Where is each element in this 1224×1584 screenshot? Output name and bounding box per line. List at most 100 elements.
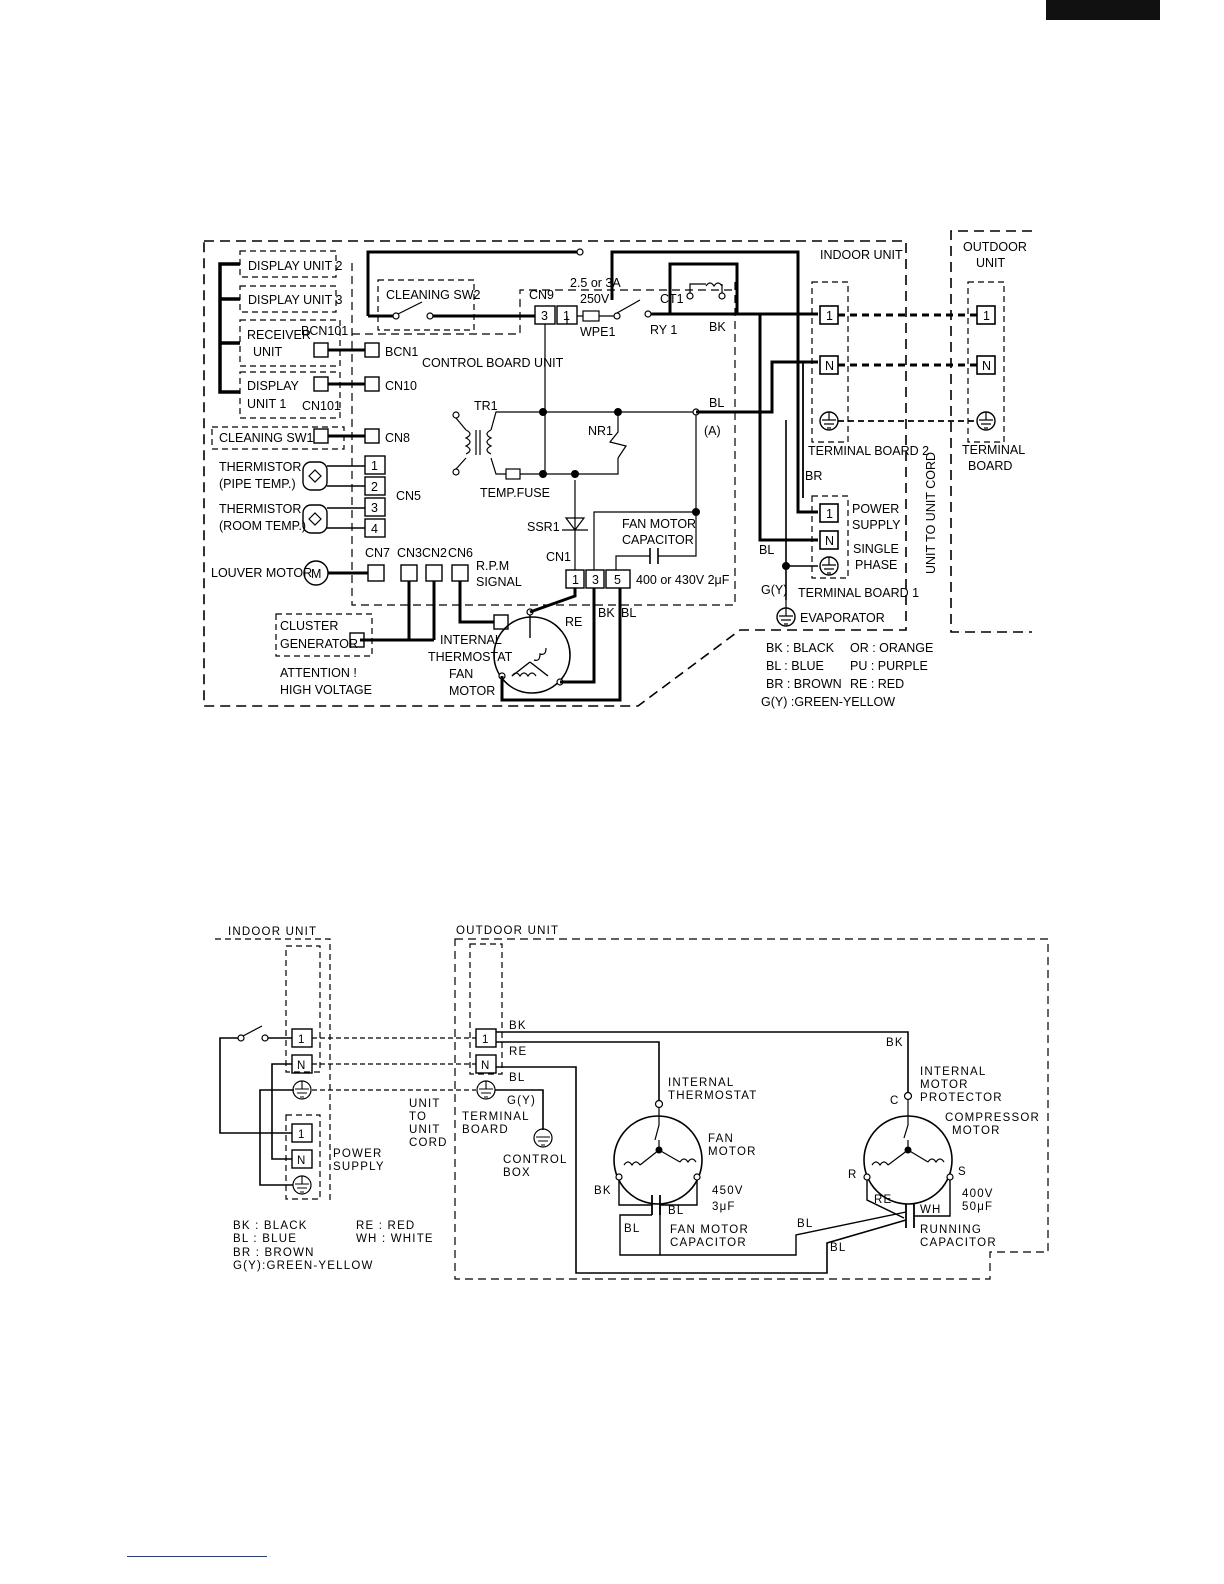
lower-indoor-boundary xyxy=(215,938,331,1200)
label-ct1: CT1 xyxy=(660,292,684,306)
lower-label-fan-cap-rating-2: 3μF xyxy=(712,1201,736,1213)
label-cn9-pin-1: 1 xyxy=(563,309,570,323)
label-thermistor-pipe-1: THERMISTOR xyxy=(219,460,301,474)
terminal-board-1-outline xyxy=(811,495,849,579)
lower-label-bl-run: BL xyxy=(797,1218,813,1230)
label-terminal-board-2: TERMINAL BOARD 2 xyxy=(808,444,929,458)
label-cn1: CN1 xyxy=(546,550,571,564)
label-bcn101: BCN101 xyxy=(301,324,348,338)
legend-upper-bl: BL : BLUE xyxy=(766,659,824,673)
label-motor-m: M xyxy=(311,567,321,581)
bcn101-connector xyxy=(313,342,329,358)
ct1-current-transformer xyxy=(705,282,723,288)
label-outdoor-terminal-board-2: BOARD xyxy=(968,459,1012,473)
nr1-varistor-symbol xyxy=(608,412,627,459)
label-bk-fan: BK xyxy=(598,606,615,620)
label-outdoor-unit-1: OUTDOOR xyxy=(963,240,1027,254)
label-louver-motor: LOUVER MOTOR xyxy=(211,566,312,580)
lower-label-bl-run-2: BL xyxy=(830,1242,846,1254)
upper-diagram-labels: DISPLAY UNIT 2 DISPLAY UNIT 3 CLEANING S… xyxy=(211,240,1027,709)
label-cn6: CN6 xyxy=(448,546,473,560)
label-attention-2: HIGH VOLTAGE xyxy=(280,683,372,697)
lower-label-wh: WH xyxy=(920,1204,942,1216)
ssr1-symbol xyxy=(562,517,588,531)
lower-indoor-switch xyxy=(242,1025,263,1037)
label-cn1-pin-5: 5 xyxy=(614,573,621,587)
page-corner-tab xyxy=(1046,0,1160,20)
cn1-pin-3 xyxy=(585,569,605,589)
lower-label-bk-fan: BK xyxy=(594,1185,612,1197)
label-tb2-1: 1 xyxy=(826,309,833,323)
footer-rule xyxy=(127,1556,267,1557)
bcn1-connector xyxy=(364,342,380,358)
label-br: BR xyxy=(805,469,822,483)
lower-fan-motor-symbol xyxy=(613,1115,703,1205)
label-receiver-unit-1: RECEIVER xyxy=(247,328,311,342)
label-tb1-1: 1 xyxy=(826,507,833,521)
lower-fan-motor-capacitor xyxy=(651,1195,661,1215)
indoor-unit-boundary xyxy=(203,240,907,707)
label-cn5-pin-4: 4 xyxy=(371,522,378,536)
lower-label-cord-2: TO xyxy=(409,1111,427,1123)
running-capacitor-symbol xyxy=(905,1204,915,1228)
lower-label-s: S xyxy=(958,1166,967,1178)
legend-upper-or: OR : ORANGE xyxy=(850,641,933,655)
label-internal-thermostat-2: THERMOSTAT xyxy=(428,650,513,664)
outdoor-terminal-board-outline xyxy=(967,281,1005,443)
terminal-board-2-outline xyxy=(811,281,849,443)
label-cn7: CN7 xyxy=(365,546,390,560)
lower-legend-re: RE : RED xyxy=(356,1220,415,1232)
label-cn5-pin-1: 1 xyxy=(371,459,378,473)
label-evaporator: EVAPORATOR xyxy=(800,611,885,625)
lower-label-indoor-n: N xyxy=(297,1060,307,1072)
lower-legend-wh: WH : WHITE xyxy=(356,1233,434,1245)
label-cn9-pin-3: 3 xyxy=(541,309,548,323)
label-cn3: CN3 xyxy=(397,546,422,560)
upper-wiring-diagram xyxy=(203,230,1032,707)
label-fuse-rating-1: 2.5 or 3A xyxy=(570,276,621,290)
label-terminal-board-1: TERMINAL BOARD 1 xyxy=(798,586,919,600)
lower-legend-bk: BK : BLACK xyxy=(233,1220,308,1232)
control-board-outline xyxy=(351,263,736,606)
label-single-phase-1: SINGLE xyxy=(853,542,899,556)
lower-legend-bl: BL : BLUE xyxy=(233,1233,297,1245)
lower-label-control-box-2: BOX xyxy=(503,1167,531,1179)
lower-label-bl-fan-2: BL xyxy=(624,1223,640,1235)
cn6-connector xyxy=(451,564,469,582)
lower-label-bk: BK xyxy=(509,1020,527,1032)
label-cn101: CN101 xyxy=(302,399,341,413)
control-box-ground xyxy=(533,1128,553,1148)
lower-label-run-cap-2: CAPACITOR xyxy=(920,1237,997,1249)
legend-upper-br: BR : BROWN xyxy=(766,677,842,691)
label-outdoor-terminal-1: 1 xyxy=(983,309,990,323)
lower-label-compressor-1: COMPRESSOR xyxy=(945,1112,1040,1124)
lower-label-power-supply-1: POWER xyxy=(333,1148,382,1160)
lower-label-r: R xyxy=(848,1169,858,1181)
lower-label-run-cap-rating-1: 400V xyxy=(962,1188,994,1200)
lower-label-indoor-1: 1 xyxy=(298,1034,306,1046)
lower-label-fan-cap-rating-1: 450V xyxy=(712,1185,744,1197)
label-bk-upper: BK xyxy=(709,320,726,334)
cn10-connector xyxy=(364,376,380,392)
cn8-connector xyxy=(364,428,380,444)
lower-indoor-terminal-board xyxy=(285,945,321,1073)
label-control-board-unit: CONTROL BOARD UNIT xyxy=(422,356,564,370)
label-single-phase-2: PHASE xyxy=(855,558,897,572)
lower-unit-to-unit-cord xyxy=(312,1037,476,1091)
lower-label-run-cap-rating-2: 50μF xyxy=(962,1201,993,1213)
cn2-connector xyxy=(425,564,443,582)
lower-label-fan-motor-1: FAN xyxy=(708,1133,734,1145)
cleaning-sw2-switch xyxy=(397,301,423,315)
lower-label-c: C xyxy=(890,1095,900,1107)
rpm-sensor-box xyxy=(493,614,509,630)
label-re-upper: RE xyxy=(565,615,582,629)
label-power-supply-2: SUPPLY xyxy=(852,518,901,532)
lower-label-imp-1: INTERNAL xyxy=(920,1066,986,1078)
receiver-unit-box xyxy=(239,319,341,367)
lower-label-cord-4: CORD xyxy=(409,1137,448,1149)
lower-label-fan-cap-1: FAN MOTOR xyxy=(670,1224,749,1236)
label-bl-fan: BL xyxy=(621,606,636,620)
label-fan-motor-1: FAN xyxy=(449,667,473,681)
cn3-connector xyxy=(400,564,418,582)
